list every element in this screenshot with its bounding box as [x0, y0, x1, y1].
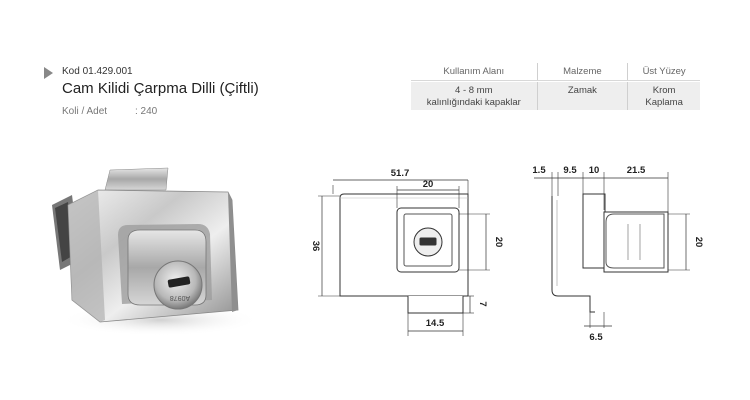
spec-header-finish: Üst Yüzey [642, 66, 686, 77]
spec-cell-material: Zamak [538, 82, 629, 110]
dim-side-4: 21.5 [627, 165, 646, 176]
spec-table: Kullanım Alanı Malzeme Üst Yüzey 4 - 8 m… [411, 63, 700, 110]
spec-cell-usage: 4 - 8 mm kalınlığındaki kapaklar [411, 82, 538, 110]
product-code: Kod 01.429.001 [62, 66, 133, 77]
spec-header-row: Kullanım Alanı Malzeme Üst Yüzey [411, 63, 700, 81]
spec-header-material: Malzeme [538, 63, 629, 80]
lock-photo: A0978 [52, 167, 260, 336]
koli-info: Koli / Adet : 240 [62, 106, 157, 117]
key-code-text: A0978 [170, 294, 190, 301]
spec-header-usage: Kullanım Alanı [411, 63, 538, 80]
dim-side-3: 10 [589, 165, 600, 176]
dim-front-inner-height: 20 [493, 237, 504, 248]
dim-side-bottom: 6.5 [589, 332, 603, 343]
dim-front-height: 36 [310, 241, 321, 252]
spec-data-row: 4 - 8 mm kalınlığındaki kapaklar Zamak K… [411, 82, 700, 110]
koli-label: Koli / Adet [62, 106, 108, 117]
spec-cell-finish: Krom Kaplama [645, 85, 683, 108]
front-view-drawing [318, 179, 490, 336]
dim-front-inner-width: 20 [423, 179, 434, 190]
product-title: Cam Kilidi Çarpma Dilli (Çiftli) [62, 80, 259, 97]
dim-side-1: 1.5 [532, 165, 546, 176]
koli-value: : 240 [135, 106, 158, 117]
dim-front-width: 51.7 [391, 168, 410, 179]
dim-side-2: 9.5 [563, 165, 577, 176]
dim-tongue-height: 7 [477, 301, 488, 306]
bullet-arrow-icon [44, 67, 53, 79]
dim-side-height: 20 [693, 237, 704, 248]
side-view-drawing [534, 172, 690, 328]
dim-tongue-width: 14.5 [426, 318, 445, 329]
